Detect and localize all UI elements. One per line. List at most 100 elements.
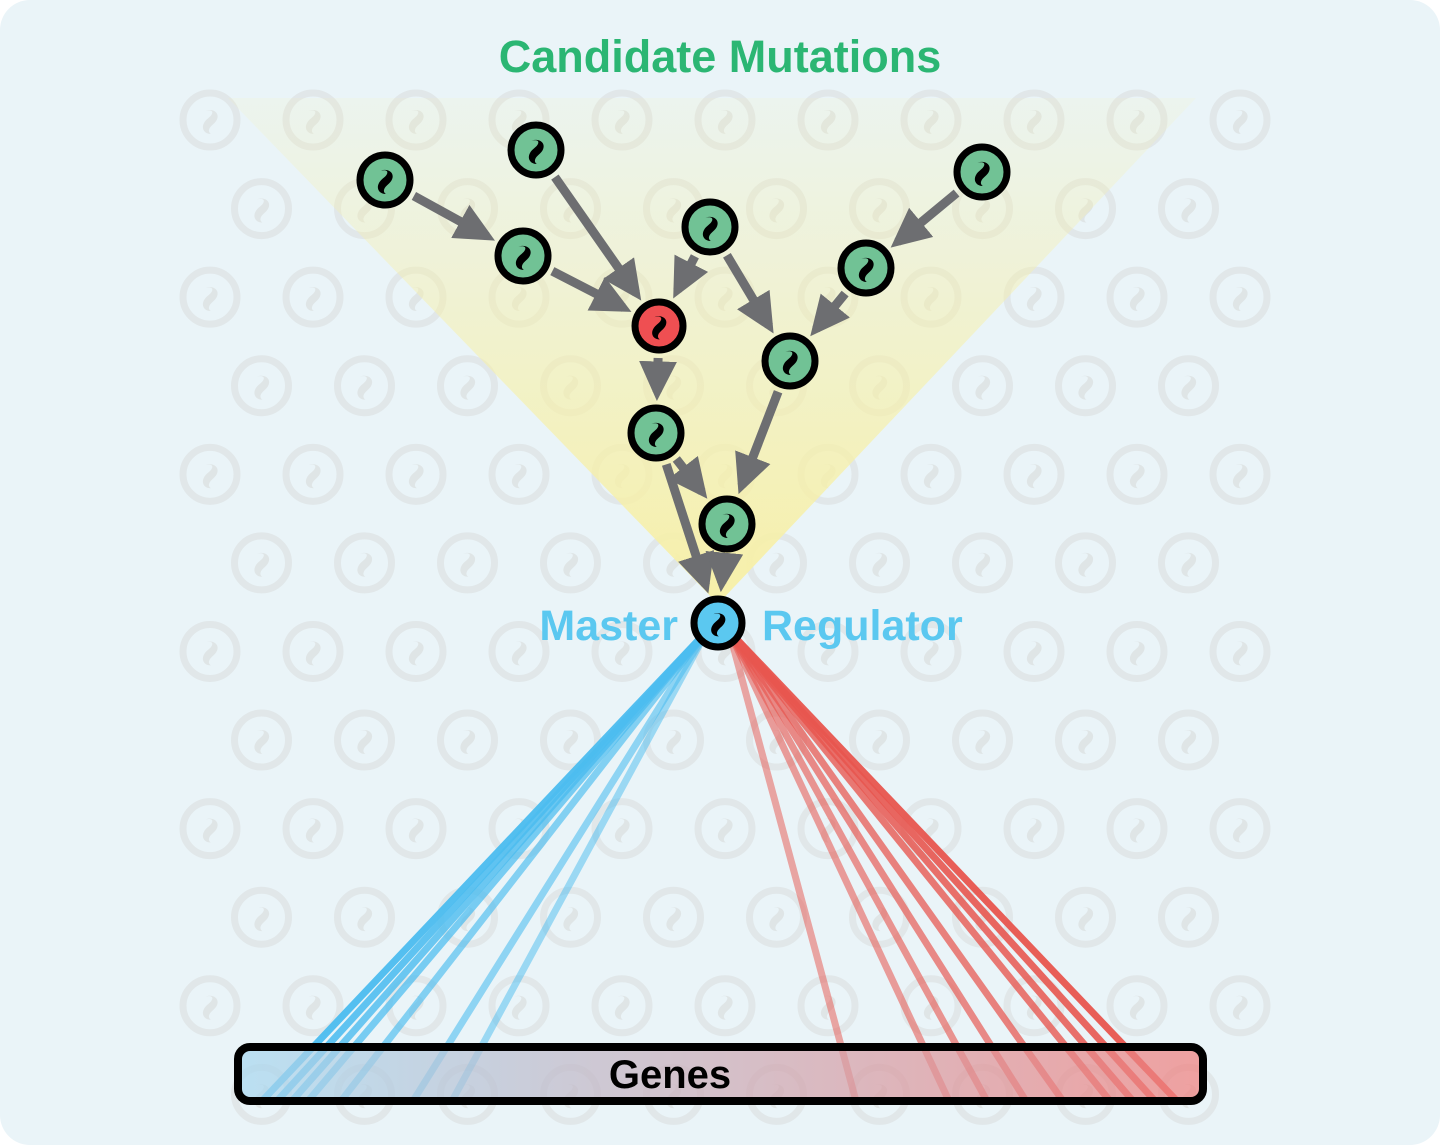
node-glyph-icon <box>666 907 682 932</box>
watermark-ring-icon <box>1003 443 1065 505</box>
node-glyph-icon <box>1026 464 1042 489</box>
watermark-ring-icon <box>179 266 241 328</box>
node-glyph-icon <box>460 552 476 577</box>
mutation-arrow <box>550 267 632 312</box>
node-glyph-icon <box>202 641 218 666</box>
node-glyph-icon <box>1129 287 1145 312</box>
node-glyph-icon <box>666 730 682 754</box>
gene-bar-fill <box>238 1047 1203 1101</box>
downregulation-edge <box>448 629 711 1103</box>
mutation-arrow <box>411 191 495 241</box>
watermark-ring-icon <box>952 709 1013 771</box>
watermark-ring-icon <box>694 798 756 860</box>
watermark-ring-icon <box>1106 443 1168 505</box>
watermark-ring-icon <box>1158 532 1219 594</box>
watermark-ring-icon <box>952 355 1013 417</box>
watermark-ring-icon <box>231 355 292 417</box>
watermark-ring-icon <box>1209 89 1271 151</box>
node-glyph-icon <box>202 995 218 1020</box>
watermark-ring-icon <box>231 886 292 948</box>
watermark-ring-icon <box>179 620 241 682</box>
watermark-ring-icon <box>1209 620 1271 682</box>
watermark-ring-icon <box>1055 886 1116 948</box>
node-glyph-icon <box>408 464 424 489</box>
watermark-ring-icon <box>488 620 550 682</box>
node-glyph-icon <box>1181 552 1197 577</box>
watermark-ring-icon <box>385 798 447 860</box>
watermark-ring-icon <box>591 620 653 682</box>
mutation-arrow <box>735 390 783 495</box>
watermark-ring-icon <box>1106 266 1168 328</box>
watermark-ring-icon <box>1209 443 1271 505</box>
watermark-ring-icon <box>1055 709 1116 771</box>
mutation-node <box>507 121 565 179</box>
watermark-ring-icon <box>643 886 704 948</box>
node-glyph-icon <box>1181 907 1197 932</box>
watermark-ring-icon <box>797 975 859 1037</box>
watermark-ring-icon <box>282 975 344 1037</box>
watermark-ring-icon <box>1158 178 1219 240</box>
watermark-ring-icon <box>179 975 241 1037</box>
node-glyph-icon <box>769 907 785 932</box>
mutation-arrow <box>890 189 960 248</box>
node-glyph-icon <box>254 198 270 223</box>
mutation-arrow <box>639 357 677 402</box>
watermark-ring-icon <box>1055 532 1116 594</box>
watermark-ring-icon <box>385 443 447 505</box>
node-glyph-icon <box>305 287 321 312</box>
mutation-arrow <box>661 462 715 594</box>
gene-regulation-edges <box>259 628 1180 1104</box>
node-glyph-icon <box>648 422 664 447</box>
node-glyph-icon <box>1078 552 1094 577</box>
node-glyph-icon <box>1129 995 1145 1020</box>
watermark-ring-icon <box>849 532 910 594</box>
mutation-arrow <box>705 550 744 593</box>
node-glyph-icon <box>1129 464 1145 489</box>
node-glyph-icon <box>305 641 321 666</box>
node-glyph-icon <box>305 818 321 843</box>
node-glyph-icon <box>1181 198 1197 223</box>
mutation-node <box>681 198 739 256</box>
master-regulator-label-left: Master <box>539 602 678 650</box>
node-glyph-icon <box>511 641 527 666</box>
watermark-ring-icon <box>1209 798 1271 860</box>
genes-label: Genes <box>609 1053 731 1097</box>
watermark-ring-icon <box>952 532 1013 594</box>
node-glyph-icon <box>1232 287 1248 312</box>
watermark-ring-icon <box>540 709 601 771</box>
node-glyph-icon <box>357 552 373 577</box>
master-regulator-label-right: Regulator <box>762 602 963 650</box>
watermark-ring-icon <box>900 620 962 682</box>
node-glyph-icon <box>1129 641 1145 666</box>
watermark-ring-icon <box>900 443 962 505</box>
node-glyph-icon <box>254 552 270 577</box>
node-glyph-icon <box>515 245 531 270</box>
node-glyph-icon <box>254 375 270 400</box>
node-glyph-icon <box>305 464 321 489</box>
node-glyph-icon <box>652 316 667 340</box>
mutation-node <box>837 239 895 297</box>
node-glyph-icon <box>563 730 579 754</box>
node-glyph-icon <box>357 907 373 932</box>
node-glyph-icon <box>975 375 991 400</box>
downregulation-edge <box>410 629 710 1103</box>
watermark-ring-icon <box>385 620 447 682</box>
watermark-ring-icon <box>1106 798 1168 860</box>
node-glyph-icon <box>1078 730 1094 754</box>
node-glyph-icon <box>563 552 579 577</box>
mutation-node <box>953 143 1011 201</box>
node-glyph-icon <box>511 995 527 1020</box>
node-glyph-icon <box>202 818 218 843</box>
upregulation-edge <box>726 628 1066 1104</box>
node-glyph-icon <box>1232 109 1248 134</box>
node-glyph-icon <box>717 818 733 843</box>
node-glyph-icon <box>1232 464 1248 489</box>
node-glyph-icon <box>563 907 579 932</box>
master-regulator-node <box>690 595 746 651</box>
node-glyph-icon <box>528 139 544 164</box>
node-glyph-icon <box>974 161 990 186</box>
mutation-arrow <box>810 290 850 337</box>
node-glyph-icon <box>820 641 836 666</box>
